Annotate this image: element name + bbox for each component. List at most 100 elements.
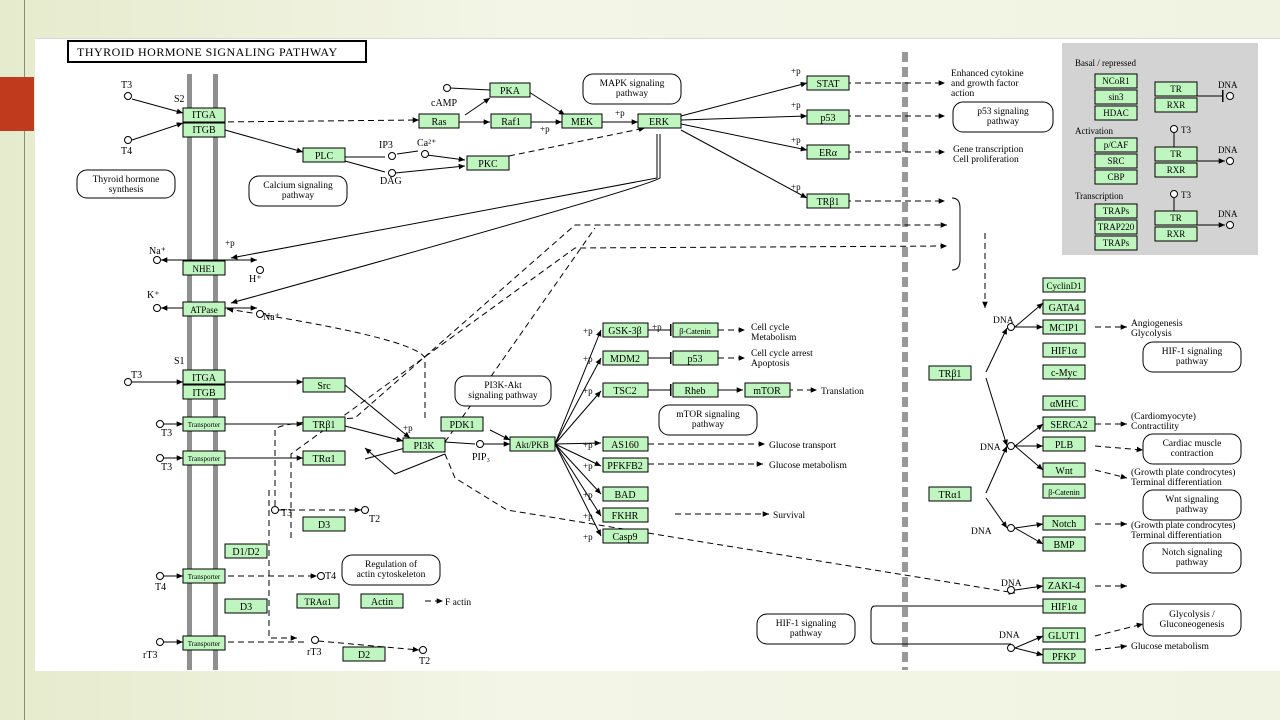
legend-trap220: TRAP220 bbox=[1098, 222, 1135, 232]
legend-dna-1: DNA bbox=[1218, 80, 1238, 90]
gene-era: ERα bbox=[819, 148, 838, 159]
gene-mek: MEK bbox=[571, 117, 594, 128]
p-label-era: +p bbox=[791, 135, 801, 145]
compound-t3-transporter-2: T3 bbox=[161, 462, 172, 473]
slide-guide-line bbox=[24, 0, 25, 720]
dna-label-4: DNA bbox=[1001, 579, 1022, 589]
legend-tr-1: TR bbox=[1170, 84, 1182, 94]
diagram-title: THYROID HORMONE SIGNALING PATHWAY bbox=[77, 45, 338, 59]
gene-as160: AS160 bbox=[611, 440, 639, 451]
slide-accent-bar bbox=[0, 77, 34, 131]
gene-stat: STAT bbox=[816, 79, 839, 90]
gene-cyclind1: CyclinD1 bbox=[1047, 281, 1082, 291]
gene-pfkp: PFKP bbox=[1052, 652, 1076, 663]
outcome-f-actin: F actin bbox=[445, 598, 471, 608]
legend-hdac: HDAC bbox=[1103, 108, 1129, 118]
gene-p53-mapk: p53 bbox=[821, 113, 836, 124]
gene-pdk1: PDK1 bbox=[449, 420, 474, 431]
gene-itgb-s2: ITGB bbox=[192, 125, 216, 136]
legend-tr-3: TR bbox=[1170, 213, 1182, 223]
gene-tsc2: TSC2 bbox=[613, 386, 636, 397]
p-label-pfkfb2: +p bbox=[583, 461, 593, 471]
gene-itga-s1: ITGA bbox=[192, 373, 217, 384]
compound-sodium-2: Na⁺ bbox=[263, 312, 280, 323]
gene-pfkfb2: PFKFB2 bbox=[607, 461, 643, 472]
site-s1-label: S1 bbox=[174, 356, 185, 367]
p-label-trb1: +p bbox=[791, 182, 801, 192]
gene-pkc: PKC bbox=[478, 159, 498, 170]
gene-c-myc: c-Myc bbox=[1051, 368, 1078, 379]
gene-transporter-2: Transporter bbox=[188, 455, 221, 463]
legend-src: SRC bbox=[1107, 156, 1124, 166]
gene-d3-2: D3 bbox=[240, 602, 252, 613]
p-label-raf1: +p bbox=[540, 124, 550, 134]
outcome-contractility: (Cardiomyocyte)Contractility bbox=[1131, 411, 1196, 432]
compound-t2-1: T2 bbox=[369, 514, 380, 525]
gene-glut1: GLUT1 bbox=[1048, 631, 1080, 642]
compound-t4-top: T4 bbox=[121, 146, 132, 157]
pathway-glycolysis[interactable]: Glycolysis /Gluconeogenesis bbox=[1160, 610, 1225, 630]
gene-mdm2: MDM2 bbox=[610, 354, 640, 365]
compound-sodium-1: Na⁺ bbox=[149, 246, 166, 257]
gene-tra1-actin: TRAα1 bbox=[304, 597, 331, 607]
gene-pka: PKA bbox=[500, 86, 521, 97]
gene-trb1-nucleus: TRβ1 bbox=[939, 369, 962, 380]
legend-sin3: sin3 bbox=[1108, 92, 1124, 102]
p-label-stat: +p bbox=[791, 66, 801, 76]
legend-rxr-1: RXR bbox=[1167, 100, 1186, 110]
gene-nodes: ITGA ITGB PKA Ras Raf1 MEK ERK PLC PKC N… bbox=[182, 75, 1096, 664]
compound-t3-s1: T3 bbox=[131, 370, 142, 381]
outcome-growth-plate-1: (Growth plate condrocytes)Terminal diffe… bbox=[1131, 467, 1235, 488]
phosphorylation-labels: +p +p +p +p +p +p +p +p +p +p +p +p +p +… bbox=[225, 66, 801, 542]
gene-trb1-cyto: TRβ1 bbox=[313, 420, 336, 431]
legend-rxr-2: RXR bbox=[1167, 165, 1186, 175]
gene-wnt: Wnt bbox=[1055, 466, 1072, 477]
compound-labels: T3 T4 S2 cAMP IP3 Ca²⁺ DAG Na⁺ H⁺ K⁺ Na⁺… bbox=[121, 80, 490, 667]
gene-gata4: GATA4 bbox=[1049, 303, 1080, 314]
gene-erk: ERK bbox=[649, 117, 670, 128]
compound-t3-deiodinase: T3 bbox=[281, 508, 292, 519]
pathway-diagram: THYROID HORMONE SIGNALING PATHWAY Basal … bbox=[67, 40, 1258, 670]
p-label-bad: +p bbox=[583, 490, 593, 500]
p-label-pi3k: +p bbox=[403, 423, 413, 433]
compound-pip3: PIP₃ bbox=[472, 452, 490, 463]
legend-basal-label: Basal / repressed bbox=[1075, 58, 1136, 68]
gene-mtor: mTOR bbox=[753, 386, 781, 397]
compound-rt3-2: rT3 bbox=[307, 647, 321, 658]
outcome-glucose-metabolism: Glucose metabolism bbox=[769, 461, 847, 471]
gene-nhe1: NHE1 bbox=[193, 264, 216, 274]
p-label-mek: +p bbox=[615, 108, 625, 118]
p-label-gsk3b: +p bbox=[583, 326, 593, 336]
gene-beta-catenin: β-Catenin bbox=[679, 327, 711, 336]
gene-itgb-s1: ITGB bbox=[192, 388, 216, 399]
dna-labels: DNA DNA DNA DNA DNA bbox=[971, 316, 1022, 641]
p-label-p53: +p bbox=[791, 100, 801, 110]
gene-plb: PLB bbox=[1055, 440, 1074, 451]
gene-notch: Notch bbox=[1052, 519, 1076, 530]
gene-akt: Akt/PKB bbox=[515, 440, 549, 450]
compound-rt3-1: rT3 bbox=[143, 650, 157, 661]
dna-label-1: DNA bbox=[993, 316, 1014, 326]
gene-itga-s2: ITGA bbox=[192, 110, 217, 121]
legend-ncor1: NCoR1 bbox=[1102, 76, 1130, 86]
gene-src: Src bbox=[317, 381, 331, 392]
gene-serca2: SERCA2 bbox=[1050, 420, 1087, 431]
gene-tra1-cyto: TRα1 bbox=[312, 454, 335, 465]
outcome-growth-plate-2: (Growth plate condrocytes)Terminal diffe… bbox=[1131, 520, 1235, 541]
